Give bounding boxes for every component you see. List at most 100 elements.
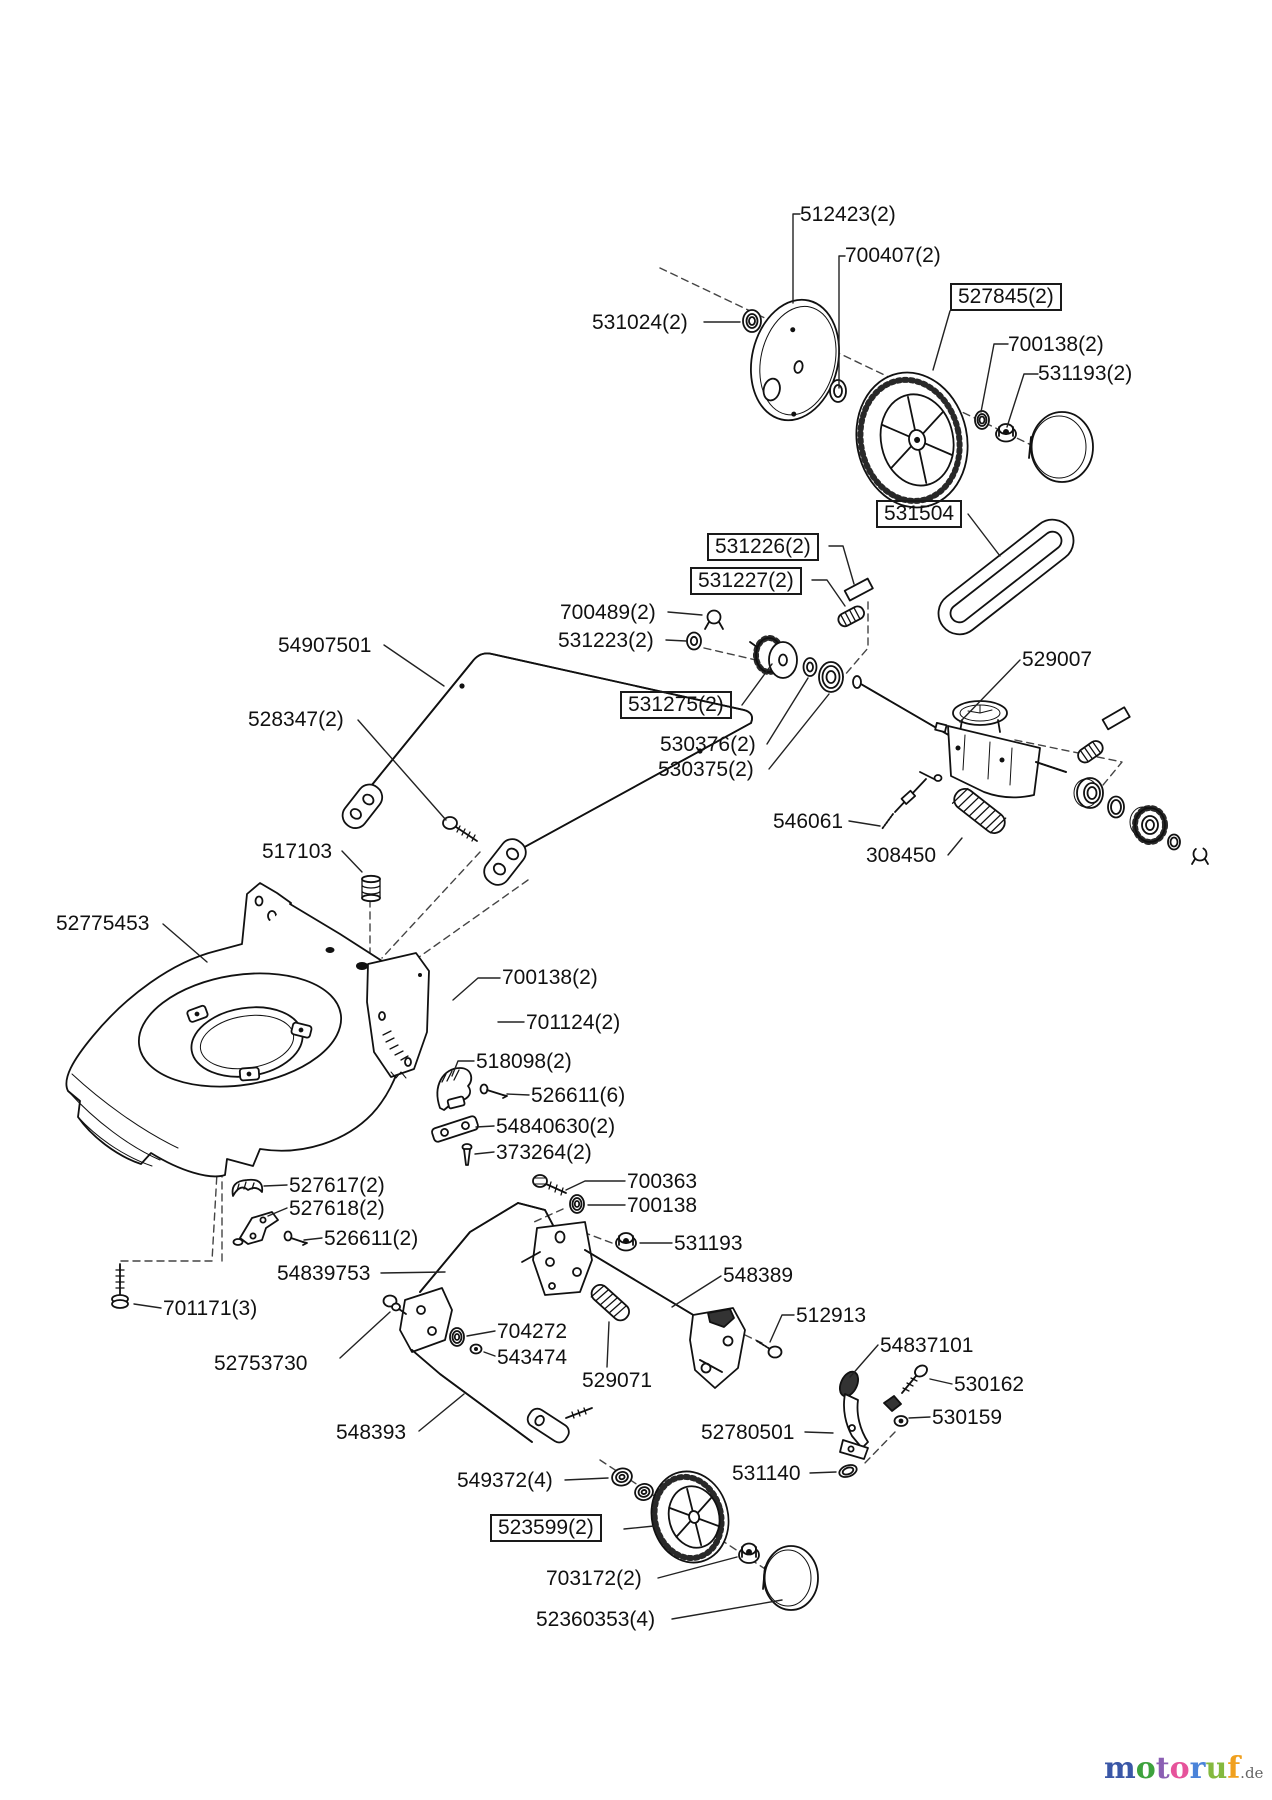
part-label-700363: 700363 (627, 1170, 698, 1193)
clip-right-end (1191, 846, 1209, 865)
washer-531140 (838, 1464, 858, 1478)
part-label-528347: 528347(2) (248, 708, 344, 731)
part-label-518098: 518098(2) (476, 1050, 572, 1073)
part-label-546061: 546061 (773, 810, 844, 833)
wheel-cover-disc-512423 (750, 298, 840, 422)
washer-700138-front (974, 410, 990, 430)
part-label-527617: 527617(2) (289, 1174, 385, 1197)
bolt-530162 (901, 1364, 928, 1394)
part-label-512423: 512423(2) (800, 203, 896, 226)
frame-54839753 (399, 1202, 593, 1353)
fitting-530159 (883, 1395, 909, 1427)
spring-right (1077, 740, 1104, 764)
front-tire-527845 (855, 371, 969, 509)
part-label-530162: 530162 (954, 1373, 1025, 1396)
spring-bushing-517103 (361, 874, 381, 903)
part-label-704272: 704272 (497, 1320, 568, 1343)
part-label-700138-deck: 700138(2) (502, 966, 598, 989)
part-label-531227: 531227(2) (690, 567, 802, 595)
part-label-54839753: 54839753 (277, 1262, 371, 1285)
part-label-549372: 549372(4) (457, 1469, 553, 1492)
washer-700407 (829, 379, 847, 403)
rod-548393 (411, 1349, 593, 1444)
part-label-700407: 700407(2) (845, 244, 941, 267)
part-label-530375: 530375(2) (658, 758, 754, 781)
part-label-54837101: 54837101 (880, 1334, 974, 1357)
mower-deck-52775453 (65, 882, 430, 1178)
part-label-527845: 527845(2) (950, 283, 1062, 311)
part-label-308450: 308450 (866, 844, 937, 867)
motoruf-watermark-logo: motoruf.de (1104, 1752, 1263, 1790)
spring-529071 (590, 1283, 630, 1322)
screw-526611-6 (479, 1083, 508, 1099)
washer-531024 (742, 309, 762, 333)
clamp-527617 (231, 1178, 264, 1197)
gear-pulley-531275 (749, 635, 798, 679)
part-label-530376: 530376(2) (660, 733, 756, 756)
o-ring-right (1107, 795, 1125, 819)
spring-308450 (951, 787, 1007, 834)
drive-belt-531504 (937, 518, 1075, 636)
bolt-528347 (442, 816, 478, 842)
nut-543474 (469, 1343, 483, 1355)
bolt-52753730 (382, 1294, 407, 1315)
bushing-right (1073, 777, 1104, 809)
part-label-543474: 543474 (497, 1346, 568, 1369)
part-label-700489: 700489(2) (560, 601, 656, 624)
pulley-530375 (818, 661, 844, 693)
logo-letter: u (1205, 1751, 1228, 1786)
pinion-gear-right (1129, 805, 1168, 845)
nut-703172 (738, 1542, 760, 1564)
part-label-701171: 701171(3) (163, 1297, 258, 1320)
logo-letter: t (1155, 1751, 1170, 1786)
spring-531227 (837, 605, 865, 628)
lever-54837101-52780501 (839, 1370, 869, 1460)
part-label-517103: 517103 (262, 840, 333, 863)
part-label-523599: 523599(2) (490, 1514, 602, 1542)
part-label-52753730: 52753730 (214, 1352, 308, 1375)
rear-wheel-523599 (650, 1470, 730, 1564)
nut-531193-front (995, 423, 1017, 443)
washers-549372 (611, 1467, 654, 1501)
part-label-700138-front: 700138(2) (1008, 333, 1104, 356)
plate-54840630 (431, 1115, 479, 1143)
part-label-700138-frame: 700138 (627, 1194, 698, 1217)
logo-suffix: .de (1240, 1764, 1264, 1782)
part-label-512913: 512913 (796, 1304, 867, 1327)
part-label-52780501: 52780501 (701, 1421, 795, 1444)
rod-548389 (584, 1249, 746, 1389)
part-label-548389: 548389 (723, 1264, 794, 1287)
part-label-526611-6: 526611(6) (531, 1084, 626, 1107)
logo-letter: m (1104, 1751, 1136, 1786)
part-label-531193-frame: 531193 (674, 1232, 743, 1255)
part-label-529071: 529071 (582, 1369, 653, 1392)
part-label-531226: 531226(2) (707, 533, 819, 561)
part-label-531024: 531024(2) (592, 311, 688, 334)
screw-526611-2 (283, 1230, 308, 1246)
handle-bar-54907501 (341, 652, 753, 886)
part-label-52775453: 52775453 (56, 912, 150, 935)
bolt-701171 (111, 1263, 129, 1309)
bracket-527618 (232, 1211, 279, 1246)
part-label-701124: 701124(2) (526, 1011, 621, 1034)
bolt-512913 (756, 1340, 783, 1359)
clip-700489 (704, 609, 724, 630)
part-label-531223: 531223(2) (558, 629, 654, 652)
nut-531193-frame (615, 1232, 637, 1252)
key-rect-right (1101, 706, 1131, 731)
part-label-526611-2: 526611(2) (324, 1227, 419, 1250)
leader-lines (133, 213, 1039, 1620)
washer-704272 (449, 1327, 465, 1347)
part-label-531275: 531275(2) (620, 691, 732, 719)
bolt-700363 (532, 1174, 567, 1196)
part-label-52360353: 52360353(4) (536, 1608, 656, 1631)
part-label-529007: 529007 (1022, 648, 1093, 671)
key-531226 (843, 577, 874, 602)
washer-700138-frame (569, 1194, 585, 1214)
hubcap-front (1028, 411, 1094, 483)
part-label-531504: 531504 (876, 500, 963, 528)
part-label-54840630: 54840630(2) (496, 1115, 616, 1138)
part-label-527618: 527618(2) (289, 1197, 385, 1220)
